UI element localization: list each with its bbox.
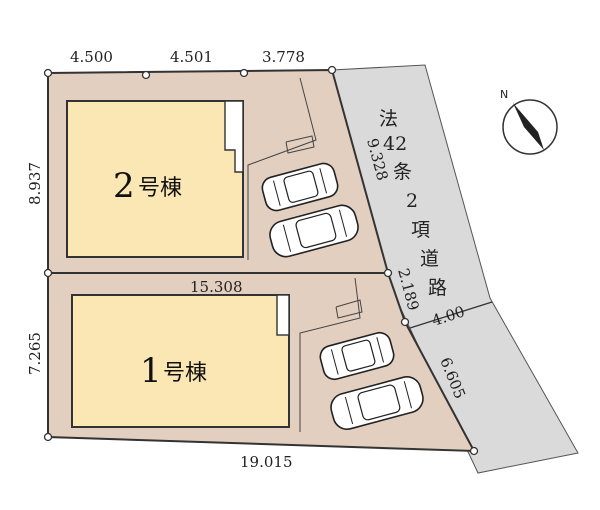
- building-1-footprint: [71, 294, 290, 428]
- dim-left-upper: 8.937: [26, 162, 44, 205]
- svg-text:項: 項: [411, 219, 430, 241]
- road-width-line: [409, 301, 493, 329]
- svg-text:法: 法: [379, 108, 398, 130]
- svg-text:道: 道: [420, 248, 439, 270]
- building-1: 1 号棟: [71, 294, 290, 428]
- boundary-markers: [43, 65, 479, 456]
- svg-text:42: 42: [383, 133, 407, 155]
- north-arrow-icon: [513, 103, 544, 150]
- building-1-suffix: 号棟: [163, 361, 207, 386]
- dim-middle: 15.308: [190, 278, 243, 296]
- dim-top-1: 4.500: [70, 48, 113, 66]
- car-2: [269, 204, 359, 258]
- road-label: 法 42 条 2 項 道 路: [379, 108, 447, 299]
- north-label: N: [500, 88, 508, 101]
- svg-text:2: 2: [406, 190, 418, 212]
- lot-2-driveway-edge: [247, 77, 317, 260]
- building-2-notch: [224, 100, 244, 173]
- car-4: [330, 376, 424, 430]
- building-2: 2 号棟: [66, 100, 244, 258]
- car-1: [261, 162, 339, 212]
- dim-bottom: 19.015: [240, 453, 293, 471]
- car-3: [319, 331, 395, 381]
- svg-text:路: 路: [428, 277, 447, 299]
- dim-top-3: 3.778: [262, 48, 305, 66]
- building-2-footprint: [66, 100, 244, 258]
- building-2-number: 2: [113, 166, 135, 206]
- lot-1-driveway-edge: [299, 277, 361, 432]
- dim-left-lower: 7.265: [26, 332, 44, 375]
- dim-top-2: 4.501: [170, 48, 213, 66]
- building-1-number: 1: [140, 351, 162, 391]
- building-1-notch: [276, 294, 290, 336]
- lot-1-step: [335, 299, 363, 319]
- lot-2-step: [285, 135, 315, 154]
- north-compass: N: [500, 88, 558, 155]
- building-2-suffix: 号棟: [138, 176, 182, 201]
- svg-text:条: 条: [393, 161, 412, 183]
